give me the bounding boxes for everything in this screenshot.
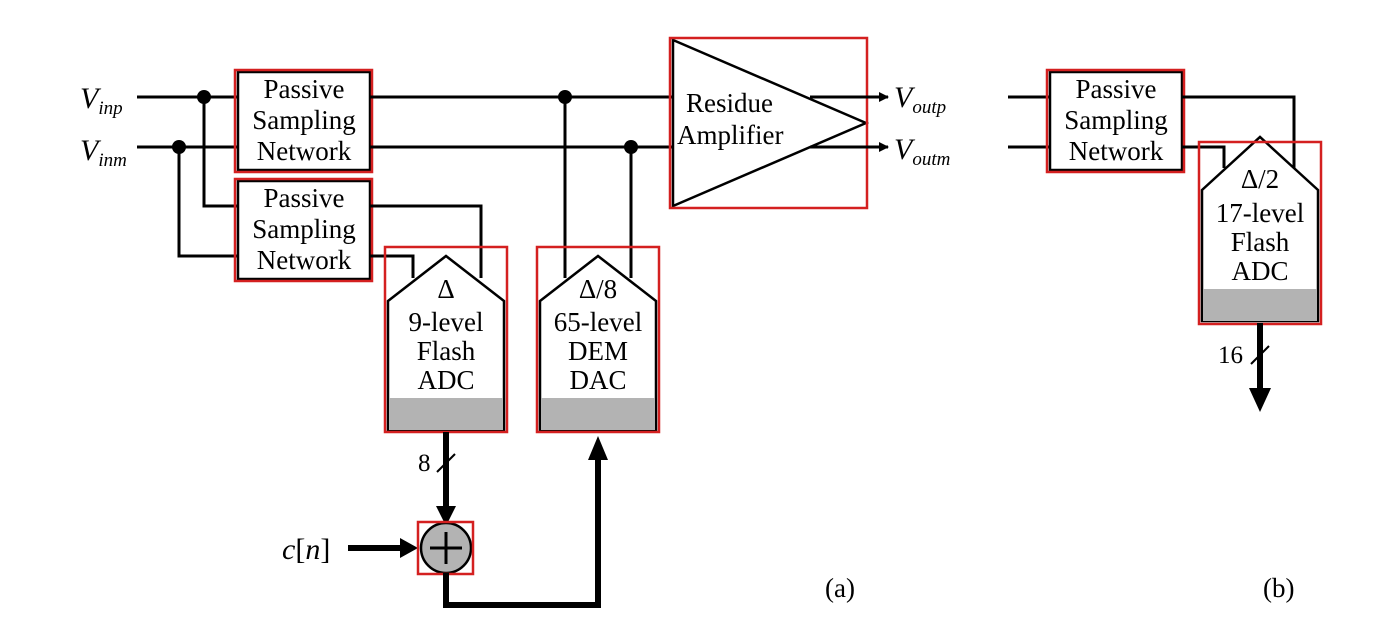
- b-adc-bus-arrow: [1249, 388, 1271, 412]
- svg-text:Network: Network: [1069, 136, 1164, 166]
- svg-text:Sampling: Sampling: [252, 105, 356, 135]
- dither-arrow: [400, 538, 418, 558]
- adc-p-wire: [370, 204, 483, 278]
- caption-b: (b): [1263, 573, 1294, 603]
- voutm-label: Voutm: [894, 133, 950, 170]
- adc-bus-width: 8: [418, 450, 431, 477]
- svg-text:9-level: 9-level: [409, 307, 484, 337]
- svg-text:Sampling: Sampling: [252, 214, 356, 244]
- svg-text:Δ: Δ: [437, 274, 454, 304]
- flash-adc-17-level: Δ/2 17-level Flash ADC: [1197, 135, 1323, 326]
- vinm-branch-wire: [177, 147, 238, 258]
- svg-text:Passive: Passive: [264, 183, 345, 213]
- svg-text:Network: Network: [257, 245, 352, 275]
- svg-text:DEM: DEM: [568, 336, 628, 366]
- svg-text:Passive: Passive: [264, 74, 345, 104]
- svg-text:DAC: DAC: [569, 365, 626, 395]
- vinm-label: Vinm: [80, 134, 127, 171]
- b-passive-sampling-network: Passive Sampling Network: [1045, 68, 1186, 174]
- svg-text:Sampling: Sampling: [1064, 105, 1168, 135]
- b-adc-m-wire: [1182, 145, 1226, 168]
- svg-text:Flash: Flash: [1231, 227, 1290, 257]
- svg-text:17-level: 17-level: [1216, 198, 1304, 228]
- caption-a: (a): [825, 573, 855, 603]
- svg-text:ADC: ADC: [1231, 256, 1288, 286]
- dem-dac-65-level: Δ/8 65-level DEM DAC: [535, 245, 661, 434]
- residue-amplifier: Residue Amplifier: [668, 36, 870, 210]
- dither-label: c[n]: [282, 533, 330, 566]
- svg-text:Δ/2: Δ/2: [1241, 164, 1279, 194]
- adc-m-wire: [370, 254, 415, 278]
- svg-text:Δ/8: Δ/8: [579, 274, 617, 304]
- adder: [416, 520, 475, 576]
- svg-text:Network: Network: [257, 136, 352, 166]
- dac-bus-arrow: [588, 436, 608, 460]
- b-adc-p-wire: [1182, 95, 1296, 168]
- voutp-label: Voutp: [894, 81, 946, 118]
- passive-sampling-network-1: Passive Sampling Network: [233, 68, 374, 174]
- adc-bus-arrow: [436, 506, 456, 526]
- adc-bus-slash: [436, 453, 456, 473]
- svg-text:ADC: ADC: [417, 365, 474, 395]
- svg-text:Passive: Passive: [1076, 74, 1157, 104]
- svg-text:Flash: Flash: [417, 336, 476, 366]
- vinp-branch-wire: [202, 97, 238, 208]
- svg-text:65-level: 65-level: [554, 307, 642, 337]
- b-adc-bus-width: 16: [1218, 342, 1243, 369]
- svg-text:Residue: Residue: [686, 88, 773, 118]
- b-adc-bus-slash: [1250, 345, 1270, 365]
- passive-sampling-network-2: Passive Sampling Network: [233, 177, 374, 283]
- flash-adc-9-level: Δ 9-level Flash ADC: [383, 245, 509, 434]
- svg-text:Amplifier: Amplifier: [677, 120, 783, 150]
- dac-input-bus: [443, 455, 601, 608]
- vinp-label: Vinp: [80, 82, 123, 119]
